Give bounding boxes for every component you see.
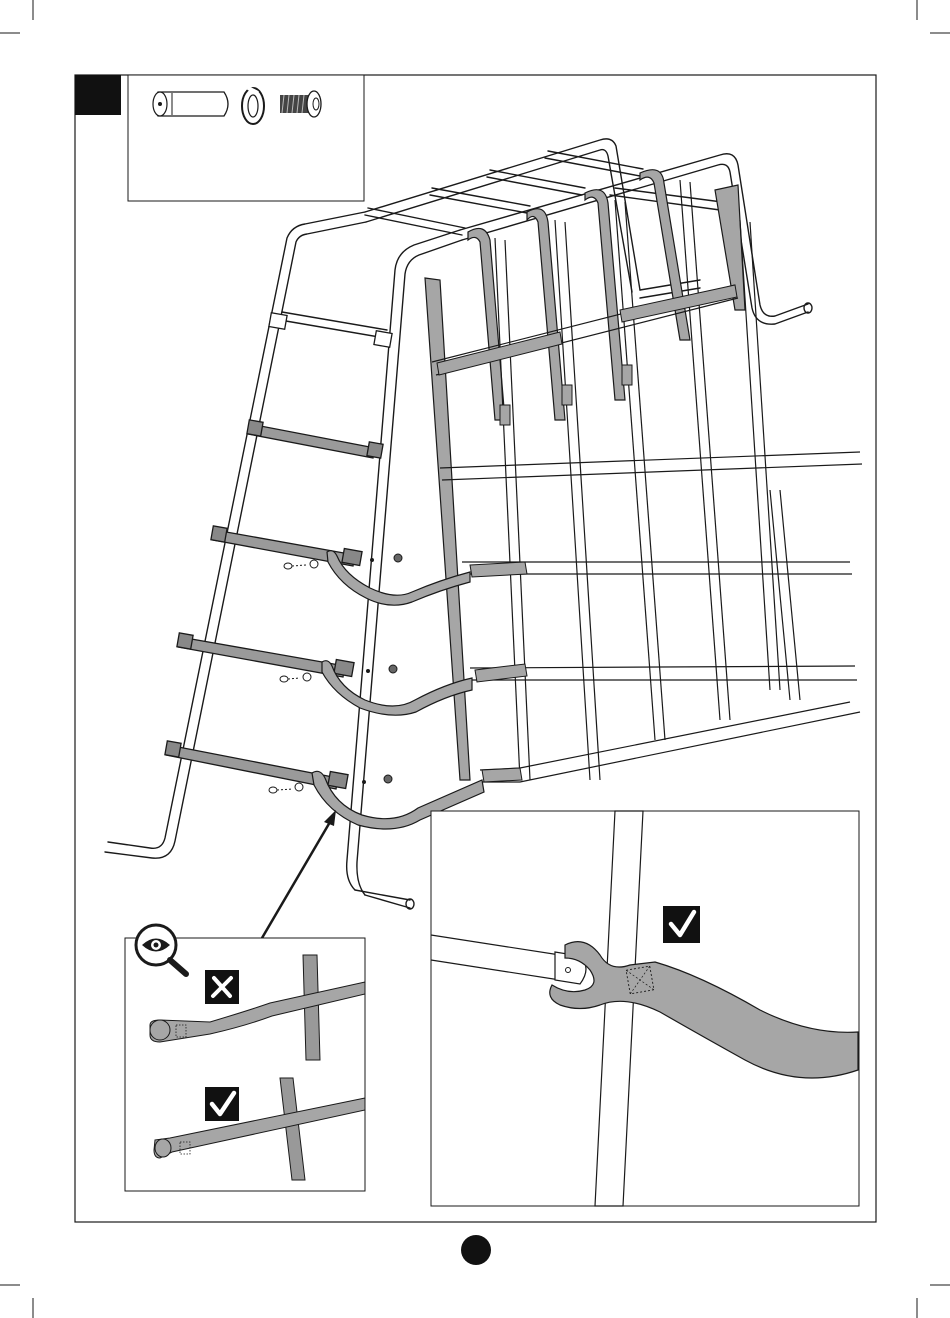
parts-box	[128, 75, 364, 201]
end-cap-icon	[153, 92, 228, 116]
step-number-badge	[75, 75, 121, 115]
net-highlight-straps	[437, 285, 737, 782]
detail-pointer-arrow	[262, 810, 336, 938]
check-mark-icon	[663, 906, 700, 943]
net-grid	[432, 180, 862, 782]
cross-mark-icon	[205, 970, 239, 1004]
check-mark-icon	[205, 1087, 239, 1121]
detail-box-right	[431, 811, 859, 1206]
detail-box-left	[125, 925, 365, 1191]
page-number-dot	[461, 1235, 491, 1265]
